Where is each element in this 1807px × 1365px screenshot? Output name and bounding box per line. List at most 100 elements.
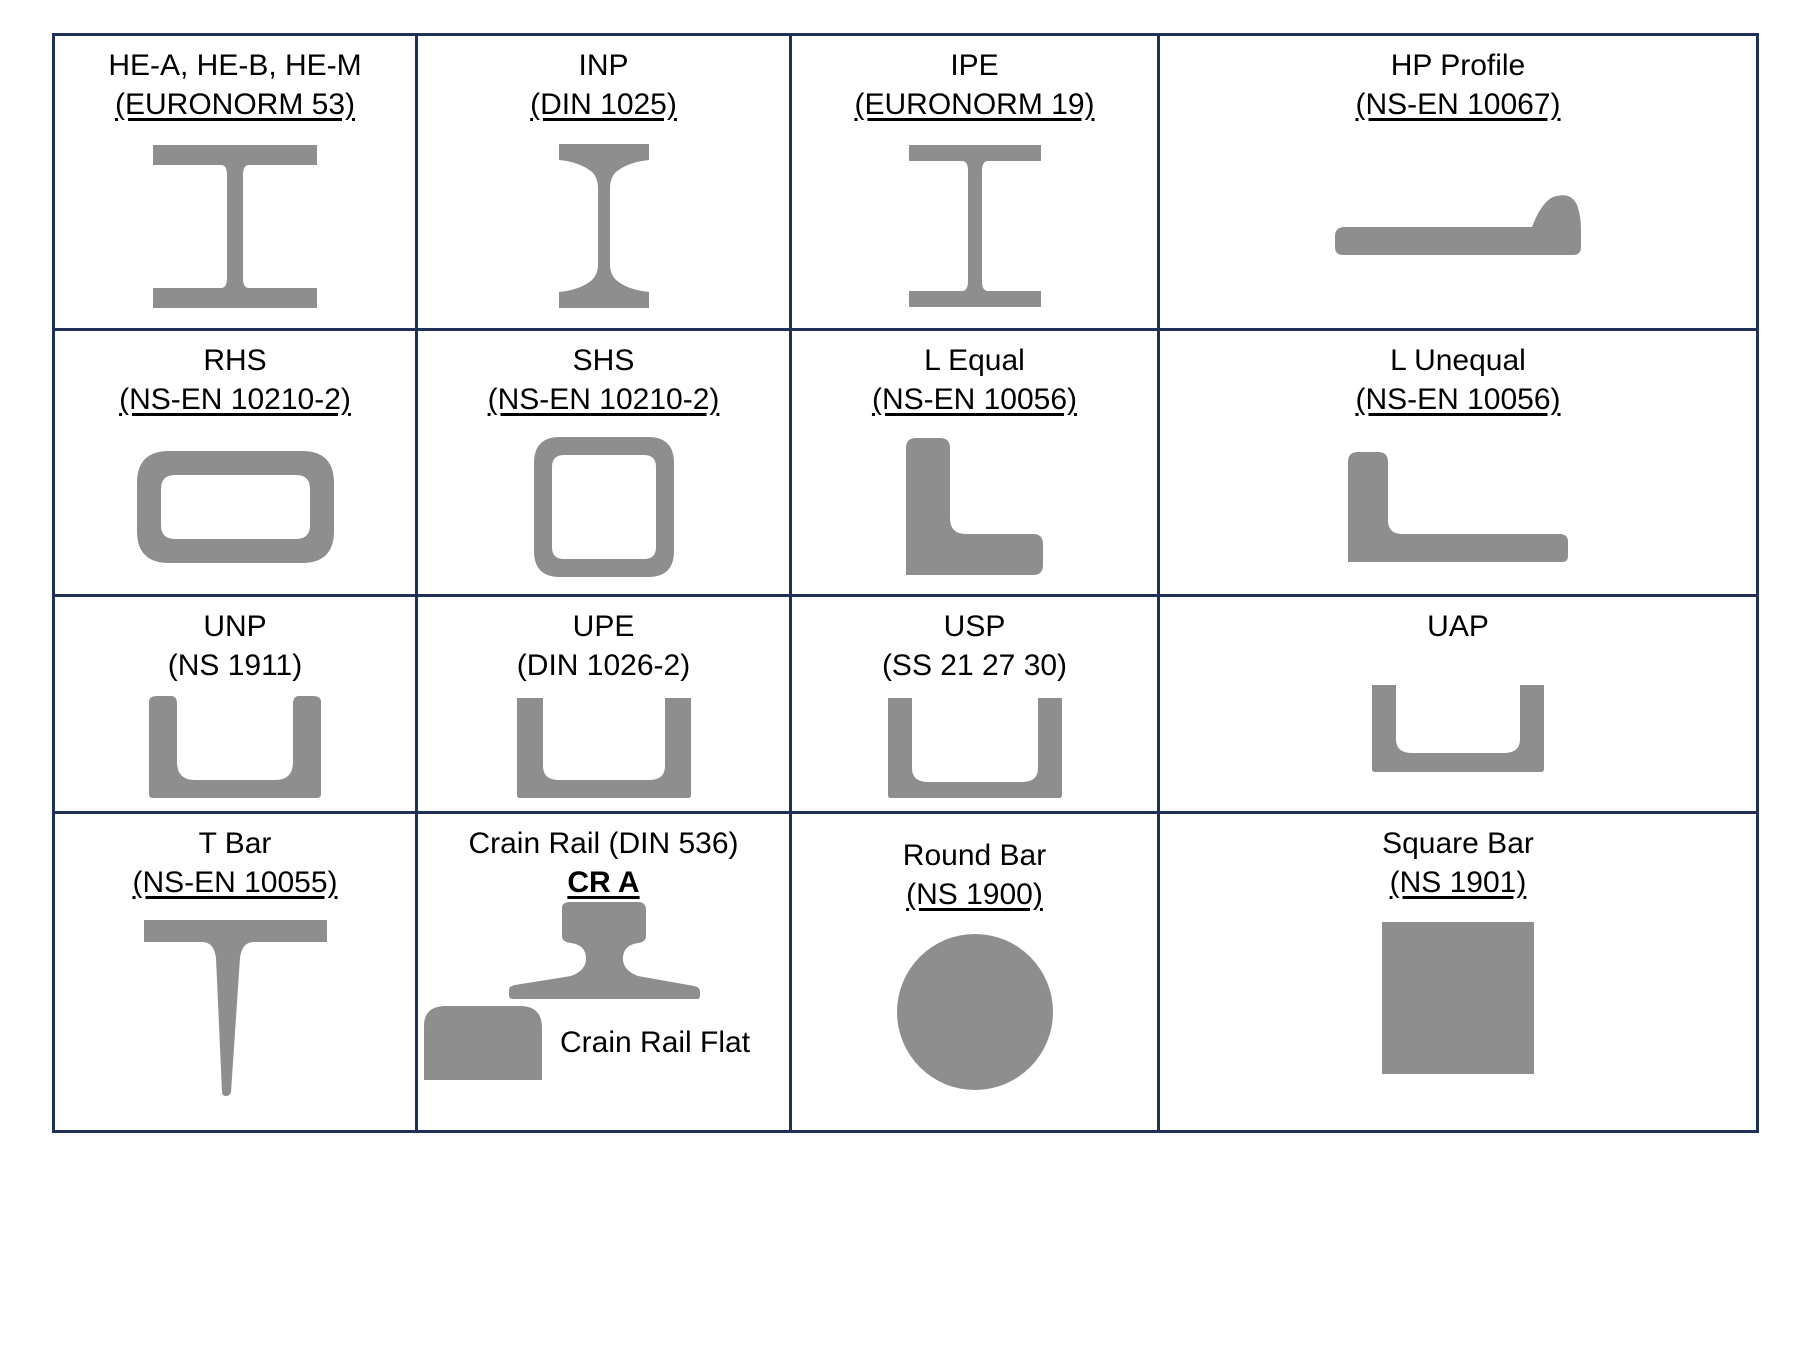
profile-shape-container xyxy=(1160,646,1756,812)
rhs-hollow-rect-icon xyxy=(136,450,334,563)
table-row: RHS (NS-EN 10210-2) SHS (NS-EN 10210-2) xyxy=(52,328,1759,597)
profile-title: HP Profile xyxy=(1390,49,1526,82)
ipe-beam-icon xyxy=(908,145,1041,308)
profile-cell-l-unequal: L Unequal (NS-EN 10056) xyxy=(1157,328,1759,597)
hp-profile-icon xyxy=(1335,195,1581,256)
profile-label-he: HE-A, HE-B, HE-M (EURONORM 53) xyxy=(108,46,361,124)
profile-label-inp: INP (DIN 1025) xyxy=(530,46,677,124)
profile-title: INP xyxy=(578,49,629,82)
profile-title: UNP xyxy=(203,609,267,643)
profile-shape-container xyxy=(418,124,789,328)
crane-rail-flat-icon xyxy=(424,1006,542,1081)
l-equal-angle-icon xyxy=(906,438,1043,576)
profile-standard: (DIN 1026-2) xyxy=(516,648,691,682)
profile-cell-inp: INP (DIN 1025) xyxy=(415,32,792,332)
profile-label-shs: SHS (NS-EN 10210-2) xyxy=(488,341,720,419)
profile-label-rhs: RHS (NS-EN 10210-2) xyxy=(119,341,351,419)
profile-title: SHS xyxy=(572,344,635,378)
upe-channel-icon xyxy=(516,697,691,798)
profile-shape-container xyxy=(792,685,1157,812)
profile-label-l-equal: L Equal (NS-EN 10056) xyxy=(872,341,1077,419)
profile-standard: (SS 21 27 30) xyxy=(881,648,1068,682)
profile-title: L Equal xyxy=(924,344,1025,378)
crane-rail-flat-row: Crain Rail Flat xyxy=(418,1006,789,1081)
profile-standard: (EURONORM 53) xyxy=(114,88,355,121)
profile-cell-uap: UAP xyxy=(1157,593,1759,815)
profile-title: HE-A, HE-B, HE-M xyxy=(108,49,362,82)
profile-shape-container xyxy=(792,419,1157,593)
profile-title: Crain Rail (DIN 536) xyxy=(468,827,739,861)
profile-label-round-bar: Round Bar (NS 1900) xyxy=(903,836,1046,914)
table-row: T Bar (NS-EN 10055) Crain Rail (DIN 536)… xyxy=(52,811,1759,1133)
shs-hollow-square-icon xyxy=(533,436,674,577)
profile-standard: (DIN 1025) xyxy=(530,88,677,121)
profile-cell-ipe: IPE (EURONORM 19) xyxy=(789,32,1160,332)
profile-standard: (NS-EN 10210-2) xyxy=(487,383,720,417)
profile-standard: (NS-EN 10056) xyxy=(871,383,1078,417)
profile-label-unp: UNP (NS 1911) xyxy=(168,607,303,685)
profile-shape-container xyxy=(1160,419,1756,593)
profile-shape-container xyxy=(1160,124,1756,328)
profile-title: Round Bar xyxy=(902,839,1047,873)
profile-title: UPE xyxy=(572,609,635,643)
profile-label-uap: UAP xyxy=(1427,607,1489,646)
profile-title: T Bar xyxy=(198,827,272,861)
profile-standard: (EURONORM 19) xyxy=(854,88,1095,121)
usp-channel-icon xyxy=(887,697,1062,798)
profile-shape-container xyxy=(418,685,789,812)
profile-standard: (NS 1900) xyxy=(906,878,1043,912)
profile-label-square-bar: Square Bar (NS 1901) xyxy=(1382,824,1534,902)
profile-title: Square Bar xyxy=(1382,827,1534,861)
profile-title: UAP xyxy=(1427,609,1489,643)
profile-cell-l-equal: L Equal (NS-EN 10056) xyxy=(789,328,1160,597)
profile-cell-crain-rail: Crain Rail (DIN 536) CR A Crain Rail Fla… xyxy=(415,811,792,1133)
profile-shape-container xyxy=(1160,902,1756,1130)
profile-cell-shs: SHS (NS-EN 10210-2) xyxy=(415,328,792,597)
profile-label-crain-rail: Crain Rail (DIN 536) CR A xyxy=(468,824,738,902)
t-bar-icon xyxy=(143,920,327,1097)
profile-standard: (NS-EN 10067) xyxy=(1355,88,1561,121)
profile-standard: (NS-EN 10210-2) xyxy=(119,383,351,417)
crane-rail-icon xyxy=(508,902,700,1000)
profile-label-t-bar: T Bar (NS-EN 10055) xyxy=(132,824,337,902)
profile-standard: (NS-EN 10055) xyxy=(132,866,338,900)
profile-shape-container xyxy=(792,914,1157,1130)
profile-cell-rhs: RHS (NS-EN 10210-2) xyxy=(52,328,418,597)
profile-shape-container xyxy=(55,124,415,328)
inp-beam-icon xyxy=(558,144,649,309)
he-beam-icon xyxy=(153,144,317,308)
profile-label-l-unequal: L Unequal (NS-EN 10056) xyxy=(1355,341,1560,419)
profile-cell-round-bar: Round Bar (NS 1900) xyxy=(789,811,1160,1133)
profile-title: IPE xyxy=(950,49,999,82)
profile-shape-container xyxy=(792,124,1157,328)
profile-cell-square-bar: Square Bar (NS 1901) xyxy=(1157,811,1759,1133)
profile-shape-container xyxy=(55,685,415,812)
profile-shape-container xyxy=(418,419,789,593)
profile-title: USP xyxy=(943,609,1006,643)
table-row: UNP (NS 1911) UPE (DIN 1026-2) xyxy=(52,593,1759,815)
unp-channel-icon xyxy=(149,695,321,798)
profile-title: L Unequal xyxy=(1390,344,1526,378)
profile-standard: (NS 1901) xyxy=(1389,866,1527,900)
profile-cell-t-bar: T Bar (NS-EN 10055) xyxy=(52,811,418,1133)
profile-standard: (NS-EN 10056) xyxy=(1355,383,1561,417)
steel-profile-table: HE-A, HE-B, HE-M (EURONORM 53) INP (DIN … xyxy=(52,32,1759,1133)
profile-shape-container: Crain Rail Flat xyxy=(418,902,789,1130)
profile-cell-upe: UPE (DIN 1026-2) xyxy=(415,593,792,815)
profile-cell-unp: UNP (NS 1911) xyxy=(52,593,418,815)
profile-label-ipe: IPE (EURONORM 19) xyxy=(854,46,1094,124)
l-unequal-angle-icon xyxy=(1348,451,1568,562)
profile-standard: (NS 1911) xyxy=(167,648,303,682)
profile-shape-container xyxy=(55,902,415,1130)
profile-label-hp: HP Profile (NS-EN 10067) xyxy=(1355,46,1560,124)
profile-label-usp: USP (SS 21 27 30) xyxy=(882,607,1067,685)
profile-cell-he: HE-A, HE-B, HE-M (EURONORM 53) xyxy=(52,32,418,332)
profile-cell-hp: HP Profile (NS-EN 10067) xyxy=(1157,32,1759,332)
profile-cell-usp: USP (SS 21 27 30) xyxy=(789,593,1160,815)
table-row: HE-A, HE-B, HE-M (EURONORM 53) INP (DIN … xyxy=(52,32,1759,332)
square-bar-icon xyxy=(1382,922,1534,1075)
profile-shape-container xyxy=(55,419,415,593)
crane-rail-flat-caption: Crain Rail Flat xyxy=(560,1026,751,1060)
round-bar-icon xyxy=(896,934,1053,1091)
uap-channel-icon xyxy=(1372,684,1544,772)
